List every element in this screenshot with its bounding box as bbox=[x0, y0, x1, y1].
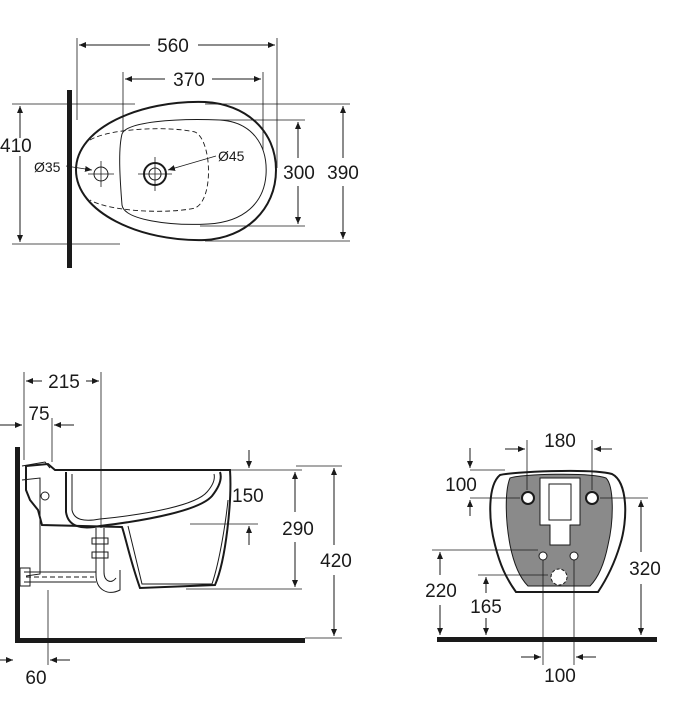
fixing-hole-right-icon bbox=[585, 491, 599, 505]
dim-depth-outer: 410 bbox=[0, 136, 32, 157]
bidet-outline-top bbox=[74, 100, 278, 242]
side-view: 215 75 150 290 420 60 bbox=[0, 372, 352, 689]
fixing-hole-left-icon bbox=[521, 491, 535, 505]
dim-side-420: 420 bbox=[320, 551, 352, 572]
bidet-inner-rim-top bbox=[119, 119, 267, 225]
label-hole-large: Ø45 bbox=[218, 148, 245, 164]
inlet-hole-left-icon bbox=[538, 551, 548, 561]
floor-line-rear bbox=[437, 637, 657, 642]
label-hole-small: Ø35 bbox=[34, 159, 61, 175]
dim-overall-width: 390 bbox=[327, 163, 359, 184]
wall-line-top bbox=[67, 90, 72, 268]
bidet-basin-dashed-top bbox=[89, 128, 209, 212]
bidet-outline-rear bbox=[489, 469, 627, 593]
dim-rear-100-top: 100 bbox=[445, 475, 477, 496]
dim-bowl-length: 370 bbox=[173, 70, 205, 91]
dim-rear-220: 220 bbox=[425, 581, 457, 602]
dim-rear-180: 180 bbox=[544, 431, 576, 452]
dim-overall-length: 560 bbox=[157, 36, 189, 57]
dim-rear-320: 320 bbox=[629, 559, 661, 580]
floor-line-side bbox=[15, 638, 305, 643]
dim-side-290: 290 bbox=[282, 519, 314, 540]
dim-rear-165: 165 bbox=[470, 597, 502, 618]
rear-view: 180 100 320 220 165 100 bbox=[425, 431, 661, 687]
dim-side-150: 150 bbox=[232, 486, 264, 507]
inlet-hole-right-icon bbox=[569, 551, 579, 561]
bidet-outline-side bbox=[25, 462, 232, 590]
drain-outlet-icon bbox=[550, 568, 568, 586]
dim-side-215: 215 bbox=[48, 372, 80, 393]
dim-side-75: 75 bbox=[28, 404, 49, 425]
wall-line-side bbox=[15, 447, 20, 643]
top-view: 560 370 410 Ø35 Ø45 300 390 bbox=[0, 36, 359, 268]
dim-bowl-width: 300 bbox=[283, 163, 315, 184]
dim-rear-100-bottom: 100 bbox=[544, 666, 576, 687]
dim-side-60: 60 bbox=[25, 668, 46, 689]
